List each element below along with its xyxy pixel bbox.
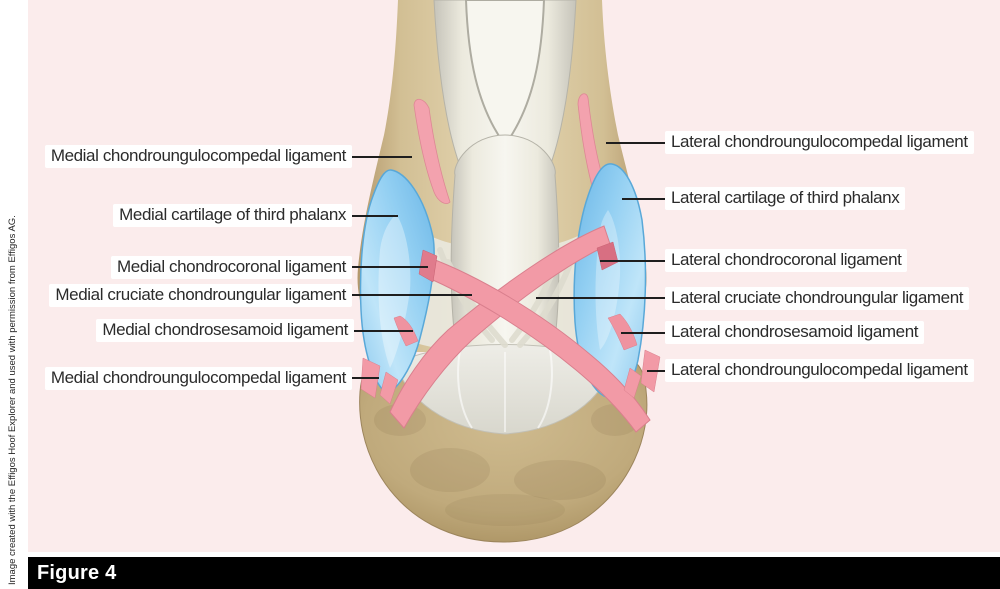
label-lateral-chondroungulocompedal-ligament-distal: Lateral chondroungulocompedal ligament — [665, 359, 974, 382]
leader-line — [647, 370, 666, 372]
label-medial-chondrosesamoid-ligament: Medial chondrosesamoid ligament — [96, 319, 354, 342]
figure-caption-bar: Figure 4 — [28, 557, 1000, 589]
leader-line — [352, 377, 379, 379]
label-lateral-cartilage-of-third-phalanx: Lateral cartilage of third phalanx — [665, 187, 906, 210]
label-lateral-chondrocoronal-ligament: Lateral chondrocoronal ligament — [665, 249, 908, 272]
leader-line — [352, 266, 428, 268]
leader-line — [606, 142, 666, 144]
label-lateral-chondrosesamoid-ligament: Lateral chondrosesamoid ligament — [665, 321, 925, 344]
leader-line — [622, 198, 666, 200]
label-medial-cartilage-of-third-phalanx: Medial cartilage of third phalanx — [113, 204, 352, 227]
leader-line — [600, 260, 666, 262]
label-medial-chondroungulocompedal-ligament-distal: Medial chondroungulocompedal ligament — [44, 367, 352, 390]
credit-gutter: Image created with the Effigos Hoof Expl… — [0, 0, 28, 589]
label-lateral-cruciate-chondroungular-ligament: Lateral cruciate chondroungular ligament — [665, 287, 970, 310]
label-medial-chondroungulocompedal-ligament-proximal: Medial chondroungulocompedal ligament — [44, 145, 352, 168]
figure-number: Figure 4 — [37, 562, 117, 584]
image-credit-text: Image created with the Effigos Hoof Expl… — [7, 215, 18, 585]
leader-line — [621, 332, 666, 334]
leader-line — [536, 297, 666, 299]
leader-line — [352, 215, 398, 217]
leader-line — [352, 156, 412, 158]
label-medial-chondrocoronal-ligament: Medial chondrocoronal ligament — [111, 256, 352, 279]
leader-line — [354, 330, 413, 332]
label-lateral-chondroungulocompedal-ligament-proximal: Lateral chondroungulocompedal ligament — [665, 131, 974, 154]
leader-line — [352, 294, 472, 296]
label-medial-cruciate-chondroungular-ligament: Medial cruciate chondroungular ligament — [49, 284, 352, 307]
